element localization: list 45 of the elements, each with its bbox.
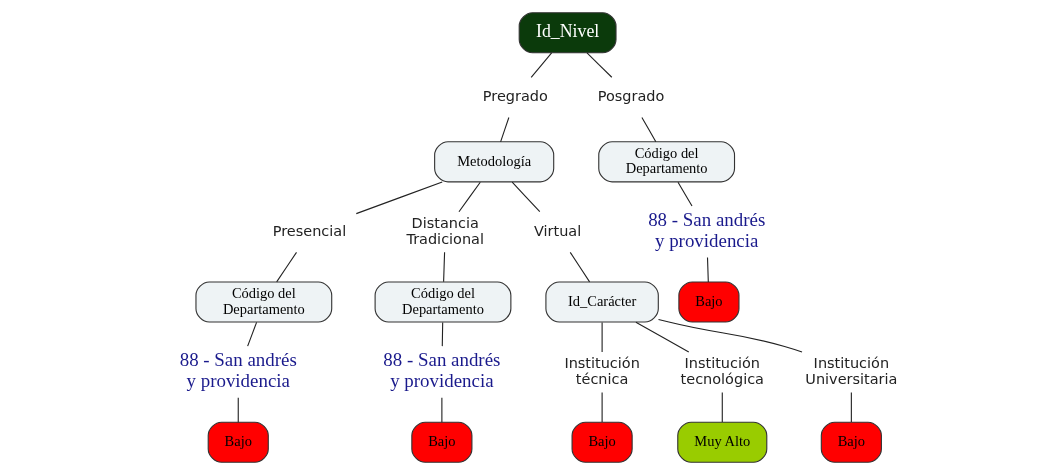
connector [441, 397, 443, 423]
connector [530, 52, 553, 78]
node-box: Código del Departamento [195, 281, 333, 323]
connector [721, 391, 723, 423]
node-text: Distancia Tradicional [406, 214, 484, 247]
node-box: Código del Departamento [374, 281, 512, 323]
node-box: Id_Carácter [545, 281, 659, 323]
connector [601, 391, 603, 423]
connector [677, 181, 693, 207]
node-text: Institución técnica [564, 355, 640, 387]
connector [355, 181, 443, 215]
node-text: Pregrado [482, 88, 548, 105]
node-box: Código del Departamento [598, 141, 736, 183]
node-text: Posgrado [597, 88, 665, 105]
connector [601, 321, 603, 353]
connector [586, 52, 613, 78]
connector [458, 181, 481, 213]
connector [237, 397, 239, 423]
node-box: Bajo [411, 421, 473, 463]
connector [441, 321, 444, 347]
node-box: Muy Alto [677, 421, 768, 463]
node-text: Institución tecnológica [680, 355, 764, 387]
node-text: 88 - San andrés y providencia [383, 349, 501, 392]
node-box: Bajo [207, 421, 269, 463]
node-box: Id_Nivel [518, 12, 617, 54]
node-text: Presencial [272, 222, 347, 239]
node-box: Metodología [434, 141, 555, 183]
connector [276, 251, 298, 283]
connector [247, 321, 258, 347]
node-text: Institución Universitaria [805, 355, 898, 387]
connector [850, 391, 852, 423]
connector [641, 116, 657, 143]
connector [443, 251, 446, 283]
connector [657, 318, 803, 353]
node-text: 88 - San andrés y providencia [648, 208, 766, 252]
node-text: 88 - San andrés y providencia [179, 349, 297, 392]
node-text: Virtual [533, 222, 582, 239]
node-box: Bajo [820, 421, 882, 463]
connector [569, 251, 591, 283]
node-box: Bajo [571, 421, 633, 463]
connector [706, 257, 709, 283]
connector [511, 181, 541, 213]
connector [635, 321, 690, 353]
connector [500, 116, 510, 143]
node-box: Bajo [678, 281, 740, 323]
